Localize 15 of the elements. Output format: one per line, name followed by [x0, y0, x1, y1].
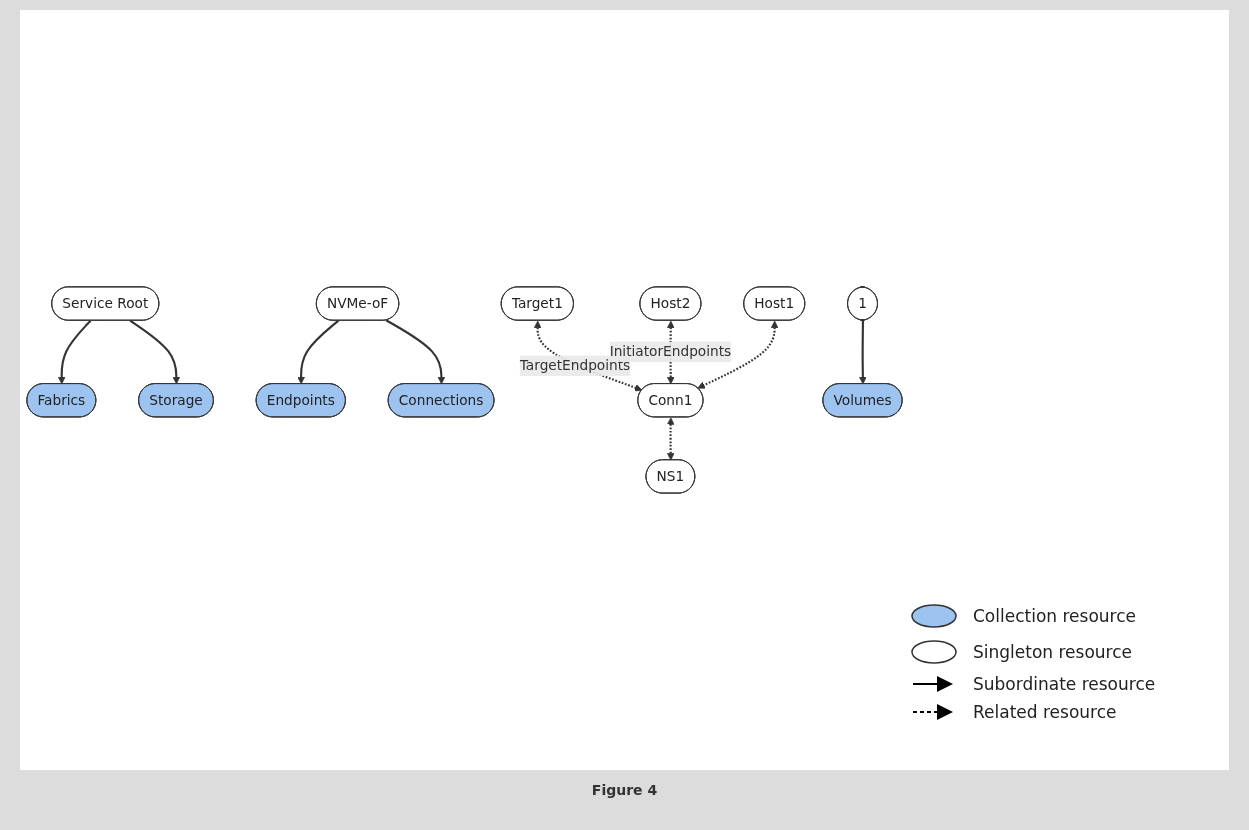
arrow [57, 319, 92, 385]
legend-label: Subordinate resource [973, 674, 1156, 694]
legend-label: Collection resource [973, 606, 1137, 626]
arrow [297, 319, 340, 385]
figure-caption: Figure 4 [590, 782, 659, 798]
arrow [697, 320, 779, 389]
edge-label: TargetEndpoints [519, 357, 631, 374]
edge-label: InitiatorEndpoints [609, 343, 732, 360]
arrow [859, 320, 867, 385]
arrow [666, 417, 675, 461]
arrow [129, 319, 181, 385]
arrow [667, 320, 675, 385]
arrow [385, 319, 446, 385]
legend-label: Singleton resource [973, 642, 1133, 662]
legend-label: Related resource [973, 702, 1117, 722]
